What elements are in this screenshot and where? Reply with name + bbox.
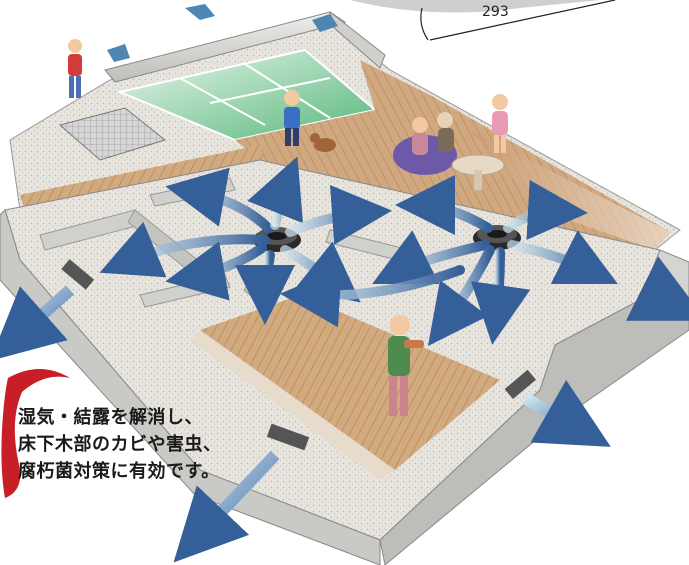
dimension-line bbox=[429, 0, 616, 41]
red-brush-stroke bbox=[1, 369, 70, 498]
child-figure bbox=[68, 39, 82, 98]
product-silhouette bbox=[350, 0, 600, 13]
caption-line-2: 床下木部のカビや害虫、 bbox=[18, 434, 222, 455]
airflow-arrows bbox=[99, 156, 618, 347]
family-sofa bbox=[393, 112, 457, 175]
foundation-front-wall bbox=[0, 209, 381, 565]
grid-mat bbox=[58, 107, 167, 161]
upper-back-wall bbox=[104, 11, 347, 83]
dimension-label: 293 bbox=[482, 4, 509, 20]
girl-figure bbox=[492, 94, 508, 153]
foundation-vent bbox=[504, 369, 536, 400]
caption-line-1: 湿気・結露を解消し、 bbox=[18, 407, 203, 428]
dimension-leader bbox=[420, 7, 429, 41]
round-table bbox=[451, 154, 505, 190]
dog-figure bbox=[310, 133, 336, 152]
lower-wood-deck bbox=[200, 295, 500, 470]
foundation-vent bbox=[61, 259, 95, 290]
inflow-arrows bbox=[107, 4, 338, 62]
caption-line-3: 腐朽菌対策に有効です。 bbox=[18, 461, 220, 482]
outflow-arrows bbox=[0, 256, 689, 563]
foundation-vent bbox=[266, 423, 310, 451]
boy-figure bbox=[284, 90, 300, 146]
man-figure bbox=[388, 315, 424, 416]
caption-text: 湿気・結露を解消し、 床下木部のカビや害虫、 腐朽菌対策に有効です。 bbox=[18, 404, 222, 485]
